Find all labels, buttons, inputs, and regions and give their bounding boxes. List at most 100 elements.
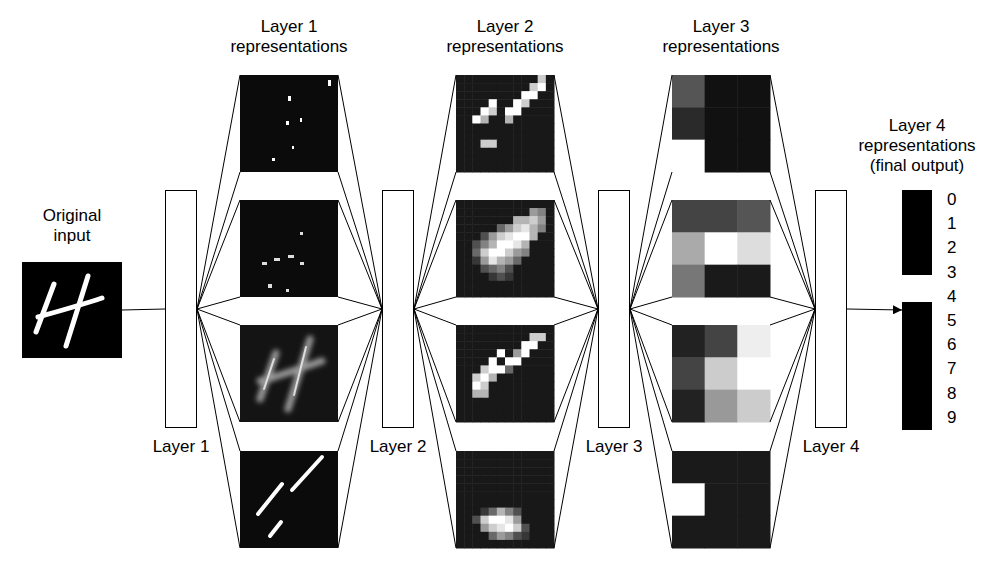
map-pixel: [464, 216, 473, 225]
map-pixel: [505, 200, 514, 209]
map-pixel: [456, 341, 465, 350]
map-pixel: [513, 91, 522, 100]
map-pixel: [521, 132, 530, 141]
map-pixel: [672, 265, 705, 298]
map-pixel: [489, 164, 498, 173]
map-pixel: [546, 365, 555, 374]
map-pixel: [481, 500, 490, 509]
map-pixel: [497, 91, 506, 100]
map-pixel: [530, 357, 539, 366]
map-pixel: [530, 398, 539, 407]
layer1-maps: [240, 75, 338, 548]
map-pixel: [489, 115, 498, 124]
map-pixel: [737, 232, 770, 265]
map-pixel: [481, 91, 490, 100]
map-pixel: [513, 216, 522, 225]
map-pixel: [546, 132, 555, 141]
map-pixel: [521, 467, 530, 476]
class-digit: 5: [947, 311, 956, 331]
map-pixel: [737, 390, 770, 423]
map-pixel: [513, 265, 522, 274]
map-pixel: [538, 200, 547, 209]
map-pixel: [456, 374, 465, 383]
map-pixel: [497, 200, 506, 209]
map-pixel: [497, 325, 506, 334]
map-pixel: [538, 132, 547, 141]
map-pixel: [481, 365, 490, 374]
map-pixel: [546, 500, 555, 509]
map-pixel: [530, 467, 539, 476]
map-pixel: [464, 257, 473, 266]
map-pixel: [530, 83, 539, 92]
map-pixel: [456, 500, 465, 509]
map-pixel: [456, 398, 465, 407]
map-pixel: [489, 398, 498, 407]
map-pixel: [497, 365, 506, 374]
map-pixel: [481, 99, 490, 108]
map-pixel: [705, 200, 738, 233]
map-pixel: [538, 390, 547, 399]
map-pixel: [472, 132, 481, 141]
map-pixel: [530, 265, 539, 274]
map-pixel: [546, 83, 555, 92]
map-pixel: [505, 467, 514, 476]
map-pixel: [464, 532, 473, 541]
map-pixel: [513, 240, 522, 249]
map-pixel: [737, 483, 770, 516]
layer-label: Layer 2: [370, 437, 427, 457]
class-digit: 4: [947, 287, 956, 307]
map-pixel: [464, 475, 473, 484]
column-heading: Layer 2 representations: [435, 17, 575, 57]
map-pixel: [521, 164, 530, 173]
map-pixel: [464, 289, 473, 298]
map-pixel: [538, 524, 547, 533]
map-pixel: [530, 281, 539, 290]
map-pixel: [505, 406, 514, 415]
map-pixel: [530, 115, 539, 124]
map-pixel: [521, 107, 530, 116]
map-pixel: [489, 91, 498, 100]
map-pixel: [546, 240, 555, 249]
map-pixel: [505, 382, 514, 391]
map-pixel: [505, 257, 514, 266]
map-pixel: [672, 516, 705, 549]
column-heading: Original input: [27, 206, 117, 246]
digit-strokes: [36, 276, 102, 346]
map-pixel: [489, 124, 498, 133]
map-pixel: [505, 140, 514, 149]
map-pixel: [489, 208, 498, 217]
map-pixel: [481, 224, 490, 233]
map-pixel: [538, 475, 547, 484]
map-pixel: [521, 156, 530, 165]
layer-box: Layer 1: [165, 190, 197, 428]
map-pixel: [513, 257, 522, 266]
map-pixel: [538, 115, 547, 124]
map-pixel: [472, 516, 481, 525]
map-pixel: [705, 390, 738, 423]
map-pixel: [521, 249, 530, 258]
map-pixel: [505, 374, 514, 383]
map-pixel: [481, 357, 490, 366]
map-pixel: [530, 140, 539, 149]
map-pixel: [497, 414, 506, 423]
map-pixel: [538, 216, 547, 225]
map-pixel: [456, 516, 465, 525]
map-pixel: [472, 341, 481, 350]
map-pixel: [497, 232, 506, 241]
map-pixel: [505, 333, 514, 342]
map-pixel: [538, 483, 547, 492]
map-pixel: [521, 414, 530, 423]
map-pixel: [497, 341, 506, 350]
map-pixel: [538, 140, 547, 149]
map-pixel: [538, 75, 547, 84]
map-pixel: [737, 75, 770, 108]
map-pixel: [737, 200, 770, 233]
connector: [554, 75, 598, 548]
map-pixel: [521, 508, 530, 517]
active-cell: [902, 275, 932, 302]
digit-stroke: [38, 298, 102, 317]
map-pixel: [464, 164, 473, 173]
map-pixel: [530, 475, 539, 484]
map-pixel: [505, 91, 514, 100]
map-pixel: [538, 232, 547, 241]
